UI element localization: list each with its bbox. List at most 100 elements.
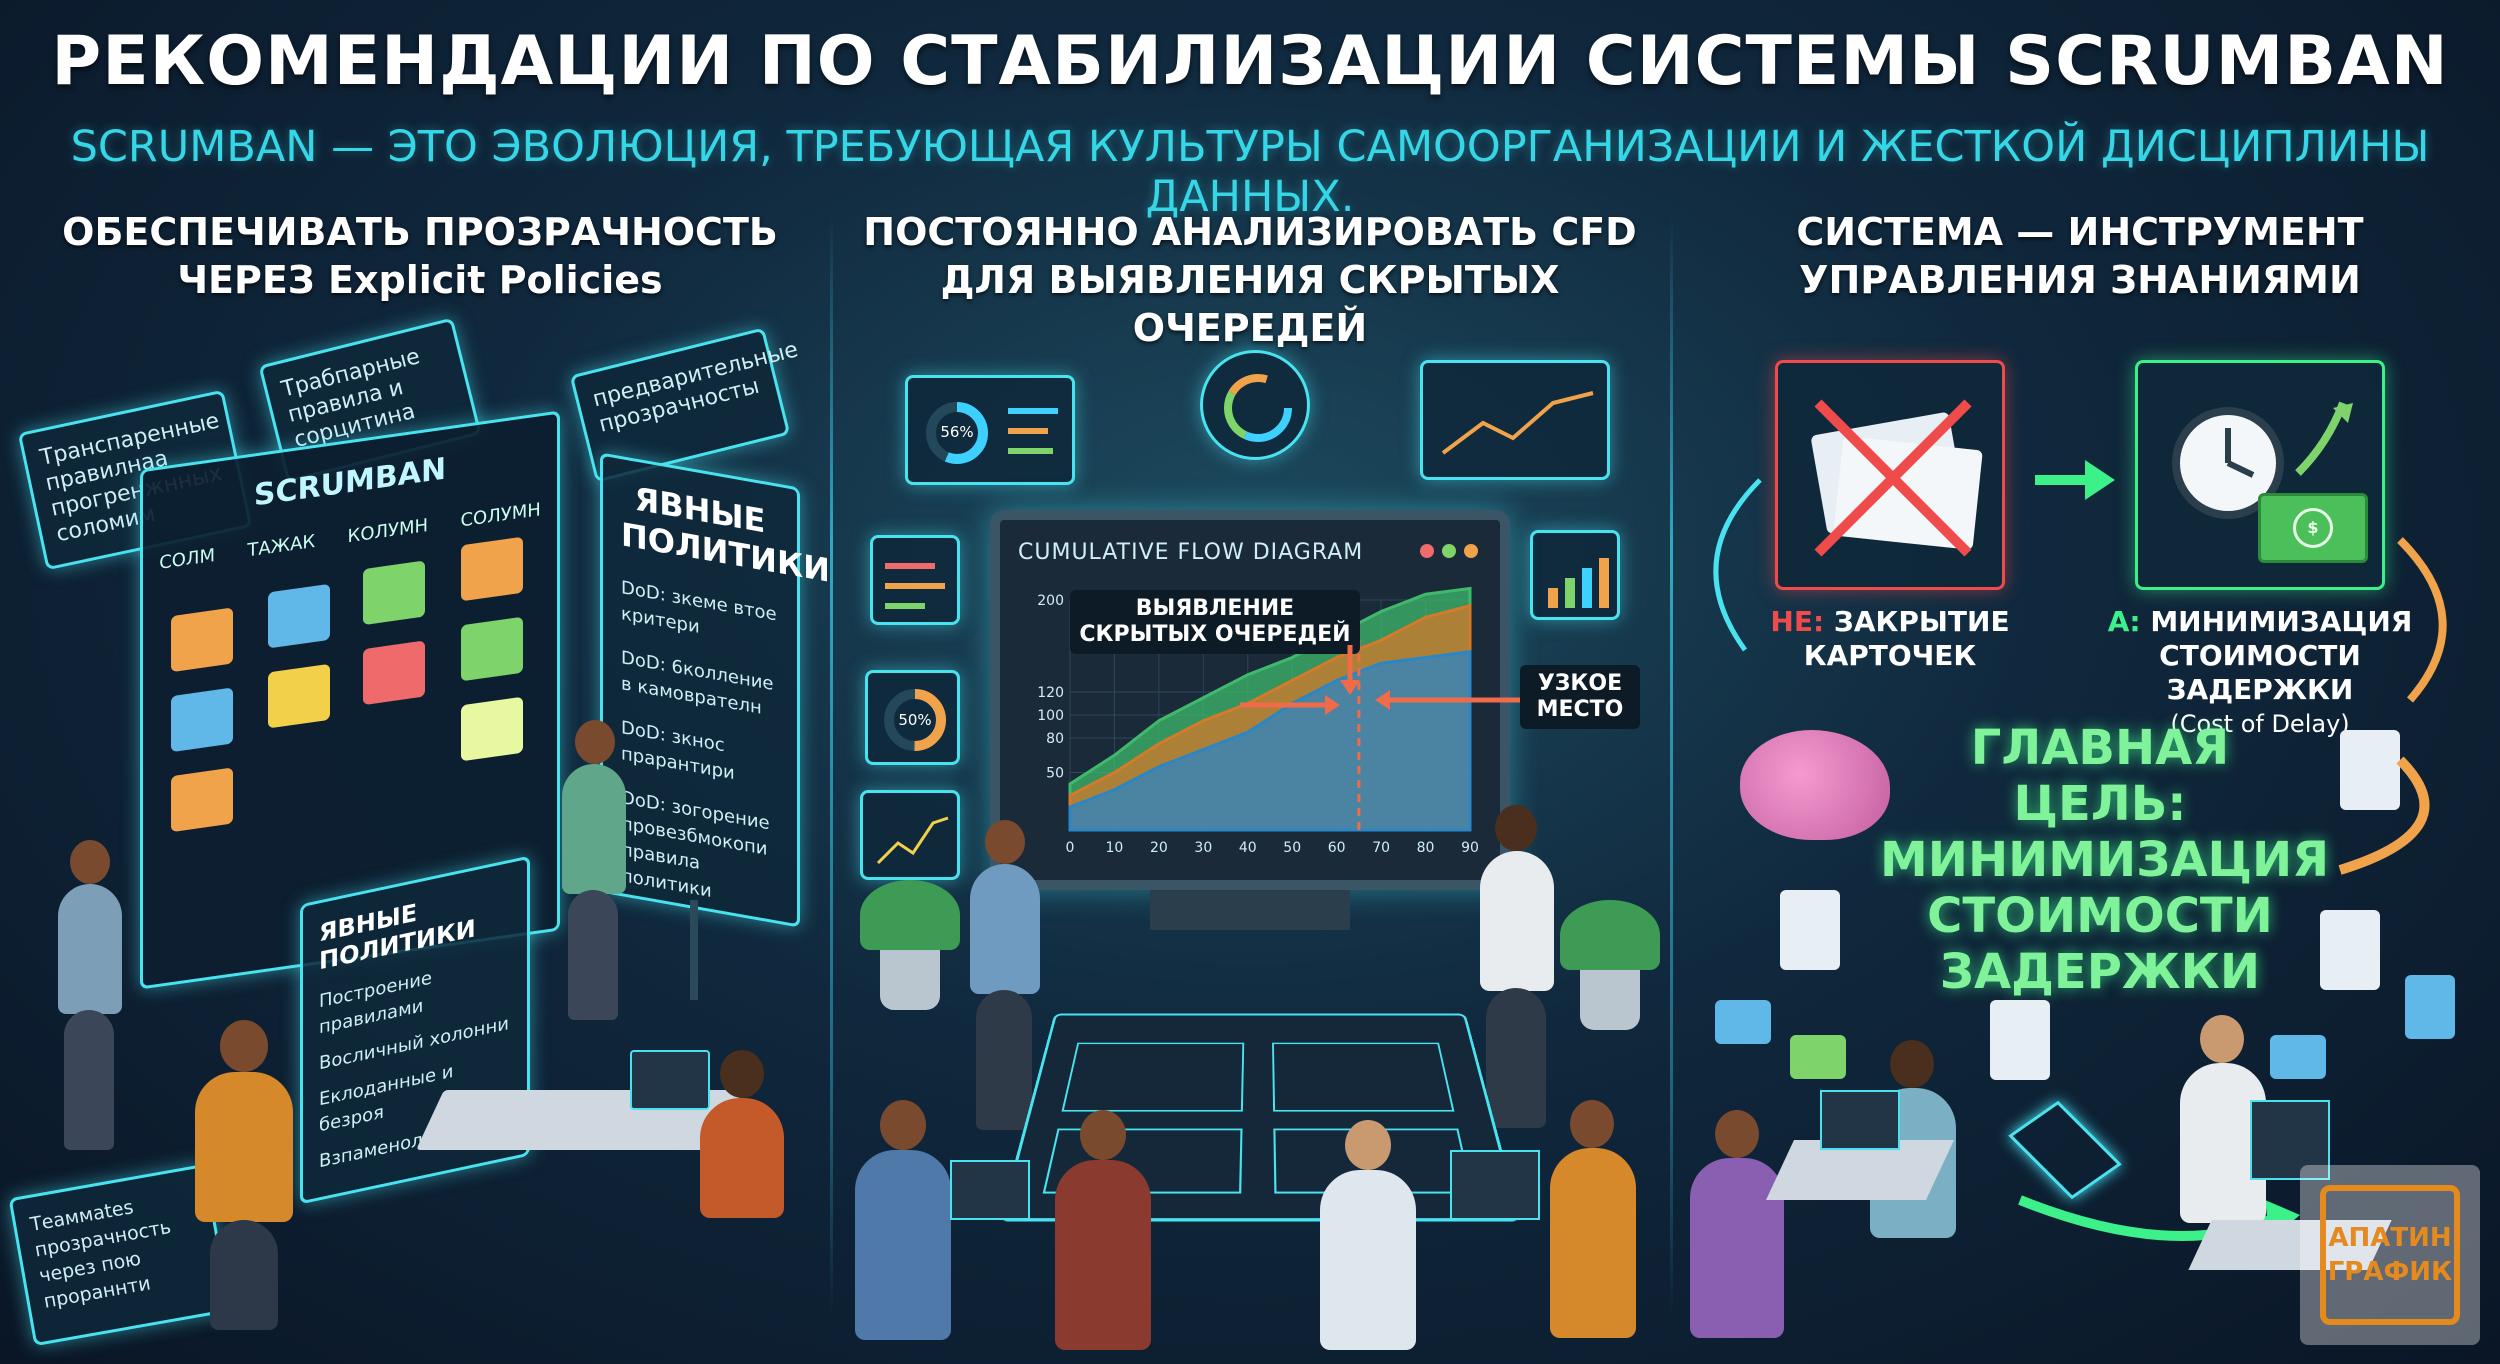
person-head	[220, 1020, 268, 1072]
page-title: РЕКОМЕНДАЦИИ ПО СТАБИЛИЗАЦИИ СИСТЕМЫ SCR…	[51, 22, 2449, 101]
person-body	[1690, 1158, 1784, 1338]
main-goal: ГЛАВНАЯ ЦЕЛЬ: МИНИМИЗАЦИЯ СТОИМОСТИ ЗАДЕ…	[1880, 720, 2330, 1000]
donut-value: 50%	[898, 711, 932, 729]
person-body	[1055, 1160, 1151, 1350]
x-tick-label: 50	[1283, 840, 1301, 856]
column-divider	[1670, 215, 1673, 1315]
bars-widget	[870, 535, 960, 625]
document-icon	[2340, 730, 2400, 810]
chat-bubble-icon	[1790, 1035, 1846, 1079]
monitor[interactable]	[1450, 1150, 1540, 1220]
donut-value: 56%	[940, 423, 974, 441]
x-tick-label: 20	[1150, 840, 1168, 856]
document-icon	[2320, 910, 2380, 990]
cost-of-delay-label: А: МИНИМИЗАЦИЯ СТОИМОСТИ ЗАДЕРЖКИ (Cost …	[2107, 605, 2413, 738]
gauge-widget	[1200, 350, 1310, 460]
window-dot-red	[1420, 544, 1434, 558]
y-tick-label: 80	[1046, 731, 1064, 747]
y-tick-label: 100	[1037, 708, 1064, 724]
monitor-stand	[1150, 890, 1350, 930]
donut-chart	[926, 402, 988, 464]
person-head	[1345, 1120, 1391, 1170]
bottleneck-callout: УЗКОЕ МЕСТО	[1520, 665, 1640, 729]
x-tick-label: 70	[1372, 840, 1390, 856]
window-dot-green	[1442, 544, 1456, 558]
donut-widget-2: 50%	[865, 670, 960, 765]
trend-widget	[1420, 360, 1610, 480]
money-icon: $	[2258, 493, 2368, 563]
mini-bar	[1599, 558, 1609, 608]
legend-bar	[1008, 408, 1058, 414]
x-tick-label: 0	[1066, 840, 1075, 856]
page-subtitle: SCRUMBAN — ЭТО ЭВОЛЮЦИЯ, ТРЕБУЮЩАЯ КУЛЬТ…	[70, 122, 2430, 222]
chat-bubble-icon	[2270, 1035, 2326, 1079]
person-head	[2200, 1015, 2244, 1063]
arrow-right-icon	[2035, 460, 2115, 500]
person-legs	[1486, 988, 1546, 1128]
person-head	[1570, 1100, 1614, 1148]
person-legs	[976, 990, 1032, 1130]
person-body	[1550, 1148, 1636, 1338]
y-tick-label: 120	[1037, 685, 1064, 701]
gauge-icon	[1224, 374, 1292, 442]
legend-bar	[1008, 428, 1048, 434]
person-body	[1480, 851, 1554, 991]
person-legs	[568, 890, 618, 1020]
chat-bubble-icon	[1715, 1000, 1771, 1044]
cost-of-delay-panel: $	[2135, 360, 2385, 590]
x-tick-label: 40	[1239, 840, 1257, 856]
document-icon	[1990, 1000, 2050, 1080]
clock-icon	[2172, 407, 2284, 519]
donut-chart	[884, 689, 946, 751]
monitor[interactable]	[2250, 1100, 2330, 1180]
arrow-up-icon	[2295, 401, 2353, 476]
column-heading-knowledge: СИСТЕМА — ИНСТРУМЕНТ УПРАВЛЕНИЯ ЗНАНИЯМИ	[1796, 210, 2364, 302]
x-tick-label: 30	[1194, 840, 1212, 856]
y-tick-label: 200	[1037, 593, 1064, 609]
person-legs	[210, 1220, 278, 1330]
bar-widget	[1530, 530, 1620, 620]
board-stand	[690, 900, 698, 1000]
closing-cards-panel	[1775, 360, 2005, 590]
person-body	[562, 764, 626, 894]
mini-bar	[1582, 568, 1592, 608]
x-tick-label: 10	[1106, 840, 1124, 856]
laptop[interactable]	[950, 1160, 1030, 1220]
plant-pot	[880, 940, 940, 1010]
no-closing-cards-label: НЕ: ЗАКРЫТИЕ КАРТОЧЕК	[1770, 605, 2010, 672]
stats-widget: 56%	[905, 375, 1075, 485]
watermark-logo: АПАТИН ГРАФИК	[2300, 1165, 2480, 1345]
bar-line	[885, 603, 925, 609]
bar-line	[885, 563, 935, 569]
monitor-title: CUMULATIVE FLOW DIAGRAM	[1018, 540, 1364, 565]
x-tick-label: 90	[1461, 840, 1479, 856]
person-head	[1715, 1110, 1759, 1158]
column-heading-transparency: ОБЕСПЕЧИВАТЬ ПРОЗРАЧНОСТЬ ЧЕРЕЗ Explicit…	[62, 210, 778, 302]
x-tick-label: 80	[1417, 840, 1435, 856]
hidden-queues-callout: ВЫЯВЛЕНИЕ СКРЫТЫХ ОЧЕРЕДЕЙ	[1070, 590, 1360, 654]
document-icon	[2405, 975, 2455, 1039]
person-head	[575, 720, 615, 764]
plant-leaves	[860, 880, 960, 950]
cross-icon	[1814, 399, 1972, 557]
person-head	[1080, 1110, 1126, 1160]
person-head	[985, 820, 1025, 864]
person-head	[70, 840, 110, 884]
person-body	[58, 884, 122, 1014]
y-tick-label: 50	[1046, 766, 1064, 782]
person-body	[970, 864, 1040, 994]
person-head	[720, 1050, 764, 1098]
laptop[interactable]	[1820, 1090, 1900, 1150]
brain-icon	[1740, 730, 1890, 840]
laptop[interactable]	[630, 1050, 710, 1110]
person-head	[880, 1100, 926, 1150]
column-heading-cfd: ПОСТОЯННО АНАЛИЗИРОВАТЬ CFD ДЛЯ ВЫЯВЛЕНИ…	[863, 210, 1637, 350]
trend-line-icon	[1441, 391, 1594, 455]
person-body	[195, 1072, 293, 1222]
person-body	[700, 1098, 784, 1218]
trend-line-icon	[876, 816, 949, 865]
mini-bar	[1565, 578, 1575, 608]
mini-bar	[1548, 588, 1558, 608]
